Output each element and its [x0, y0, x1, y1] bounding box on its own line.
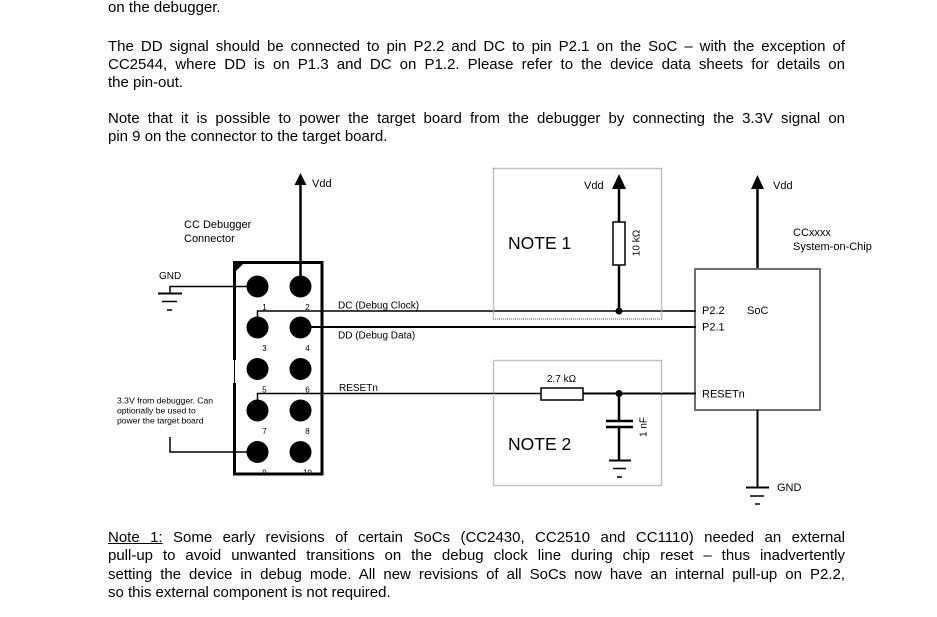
connector-pin-number: 3 [262, 344, 267, 353]
soc-gnd-label: GND [777, 482, 802, 494]
note1-vdd-label: Vdd [584, 180, 604, 192]
connector-title-line: CC Debugger [184, 219, 252, 231]
gnd-wire [169, 285, 258, 293]
ground-icon [158, 292, 182, 311]
pin-connection-paragraph: The DD signal should be connected to pin… [108, 38, 845, 93]
dc-signal-label: DC (Debug Clock) [338, 301, 419, 312]
soc-title-line: System-on-Chip [793, 241, 872, 253]
connector-pin [289, 275, 312, 298]
connector-pin-number: 4 [305, 344, 310, 353]
note1-label: Note 1: [108, 529, 163, 547]
resistor-icon [540, 387, 584, 401]
text-line: The DD signal should be connected to pin… [108, 37, 845, 55]
power-3v3-wire [169, 437, 258, 453]
ground-icon [609, 459, 631, 478]
text-line: on the debugger. [108, 0, 221, 16]
note2-box: NOTE 2 2.7 kΩ 1 nF [492, 359, 663, 487]
ground-icon [746, 486, 769, 505]
connector-pin-number: 7 [262, 427, 267, 436]
connector-pin-number: 9 [262, 469, 267, 478]
soc-pin-label: RESETn [702, 389, 745, 401]
debugger-connector: CC Debugger Connector 1 2 3 4 5 6 7 8 9 10 [184, 219, 324, 478]
text-line: pin 9 on the connector to the target boa… [108, 128, 388, 146]
text-line: Note 1: Some early revisions of certain … [108, 529, 845, 547]
text-line: setting the device in debug mode. All ne… [108, 565, 845, 583]
power-note-line: power the target board [117, 416, 204, 426]
pullup-resistor-value: 10 kΩ [632, 229, 643, 256]
connector-pin-number: 10 [303, 469, 312, 478]
soc-title-line: CCxxxx [793, 227, 831, 239]
text-line: the pin-out. [108, 74, 184, 92]
note2-frame [492, 359, 663, 487]
connector-pin-number: 6 [305, 386, 310, 395]
capacitor-value: 1 nF [639, 417, 650, 437]
note1-line1-text: Some early revisions of certain SoCs (CC… [173, 529, 845, 547]
note1-frame [492, 167, 663, 320]
note1-box: NOTE 1 Vdd 10 kΩ [492, 167, 663, 320]
soc-pin-label: P2.1 [702, 322, 725, 334]
connector-pin [289, 358, 312, 380]
soc-pin-label: P2.2 [702, 305, 725, 317]
connector-title-line: Connector [184, 233, 235, 245]
capacitor-icon [606, 419, 633, 429]
connector-pin [289, 441, 312, 463]
text-line: Note that it is possible to power the ta… [108, 109, 845, 127]
vdd-arrow-icon [612, 174, 626, 189]
pin1-marker-icon [234, 262, 245, 273]
reset-wire [256, 392, 541, 411]
connector-pin-number: 5 [262, 386, 267, 395]
soc-block: Vdd CCxxxx System-on-Chip P2.2 P2.1 RESE… [680, 175, 872, 505]
vdd-arrow-icon [294, 173, 307, 185]
connector-gnd-label: GND [159, 271, 181, 282]
soc-name-label: SoC [747, 305, 768, 317]
dd-signal-label: DD (Debug Data) [338, 331, 415, 342]
connector-pin [289, 399, 312, 422]
connector-pins: 1 2 3 4 5 6 7 8 9 10 [246, 275, 312, 478]
note1-box-label: NOTE 1 [508, 233, 571, 253]
connector-pin-number: 1 [262, 303, 267, 312]
connector-pin [246, 358, 269, 380]
power-paragraph: Note that it is possible to power the ta… [108, 110, 845, 147]
power-note-line: optionally be used to [117, 406, 196, 416]
intro-tail-paragraph: on the debugger. [108, 0, 845, 17]
connector-vdd-label: Vdd [312, 178, 332, 190]
connector-pin-number: 2 [305, 303, 310, 312]
reset-resistor-value: 2.7 kΩ [547, 374, 577, 385]
soc-vdd-label: Vdd [773, 180, 793, 192]
vdd-arrow-icon [751, 175, 764, 189]
dc-wire [256, 310, 695, 328]
connector-pin-number: 8 [305, 427, 310, 436]
power-note-line: 3.3V from debugger. Can [117, 396, 213, 406]
text-line: pull-up to avoid unwanted transitions on… [108, 547, 845, 565]
junction-dot [615, 307, 623, 315]
text-line: so this external component is not requir… [108, 584, 391, 602]
reset-signal-label: RESETn [339, 383, 378, 394]
text-line: CC2544, where DD is on P1.3 and DC on P1… [108, 55, 845, 73]
note1-paragraph: Note 1: Some early revisions of certain … [108, 529, 845, 602]
note2-box-label: NOTE 2 [508, 434, 571, 454]
resistor-icon [612, 221, 626, 266]
